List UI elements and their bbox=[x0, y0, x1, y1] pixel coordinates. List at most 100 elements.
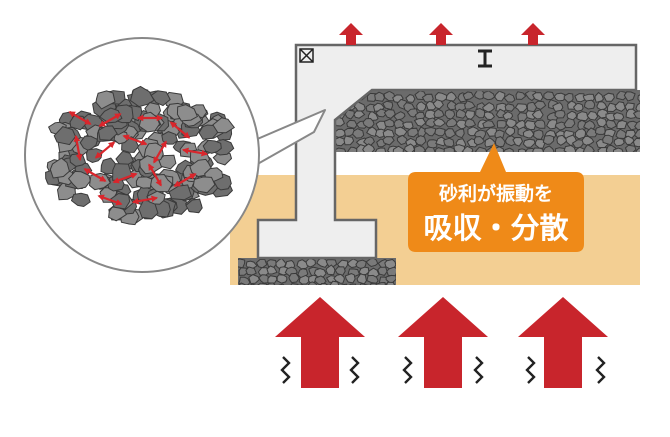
gravel-stone bbox=[335, 128, 347, 138]
gravel-stone bbox=[415, 135, 427, 146]
gravel-stone bbox=[464, 100, 476, 110]
gravel-stone bbox=[524, 90, 538, 102]
gravel-stone bbox=[625, 108, 638, 119]
magnifier-connector bbox=[247, 109, 326, 167]
gravel-stone bbox=[383, 90, 396, 102]
gravel-stone bbox=[462, 91, 475, 101]
big-up-arrow-icon bbox=[398, 297, 488, 388]
gravel-stone bbox=[533, 100, 547, 110]
magnifier-circle bbox=[24, 37, 260, 273]
gravel-stone bbox=[582, 144, 595, 152]
gravel-stone bbox=[542, 145, 555, 152]
gravel-stone bbox=[356, 273, 367, 285]
gravel-stone bbox=[594, 91, 604, 103]
gravel-stone bbox=[502, 147, 514, 152]
gravel-stone bbox=[515, 91, 527, 100]
gravel-stone bbox=[298, 284, 304, 285]
gravel-stone bbox=[267, 275, 278, 284]
gravel-stone bbox=[334, 266, 346, 276]
gravel-stone bbox=[432, 99, 445, 110]
gravel-stone bbox=[298, 274, 311, 285]
gravel-stone bbox=[358, 266, 370, 276]
gravel-stone bbox=[581, 135, 595, 147]
gravel-stone bbox=[335, 136, 346, 147]
gravel-stone bbox=[405, 94, 416, 103]
gravel-stone bbox=[375, 108, 387, 118]
gravel-stone bbox=[316, 258, 330, 268]
gravel-stone bbox=[432, 117, 446, 127]
gravel-stone bbox=[572, 102, 584, 112]
gravel-stone bbox=[393, 111, 406, 121]
double-arrow-icon bbox=[94, 141, 116, 159]
gravel-stone bbox=[248, 274, 261, 285]
gravel-stone bbox=[424, 146, 436, 152]
zigzag-vibration-icon bbox=[595, 356, 606, 384]
gravel-stone bbox=[352, 128, 365, 139]
gravel-stone bbox=[531, 109, 544, 120]
gravel-stone bbox=[366, 92, 377, 102]
double-arrow-icon bbox=[148, 163, 162, 187]
up-arrow-icon bbox=[521, 23, 545, 45]
gravel-stone bbox=[517, 148, 528, 152]
gravel-stone bbox=[597, 146, 608, 152]
gravel-bed bbox=[335, 90, 640, 152]
gravel-stone bbox=[374, 147, 387, 152]
gravel-stone bbox=[494, 90, 506, 102]
gravel-stone bbox=[632, 137, 640, 148]
double-arrow-icon bbox=[112, 172, 138, 184]
gravel-stone bbox=[484, 137, 497, 148]
gravel-stone bbox=[635, 147, 640, 152]
i-beam-icon bbox=[478, 49, 492, 68]
double-arrow-icon bbox=[73, 134, 83, 162]
gravel-stone bbox=[343, 135, 355, 146]
gravel-stone bbox=[563, 144, 577, 152]
gravel-stone bbox=[443, 146, 456, 152]
gravel-stone bbox=[290, 282, 299, 285]
gravel-stone bbox=[445, 117, 459, 128]
gravel-stone bbox=[503, 93, 516, 103]
zigzag-vibration-icon bbox=[473, 356, 484, 384]
gravel-stone bbox=[612, 112, 625, 121]
cross-box-icon bbox=[299, 48, 314, 63]
double-arrow-icon bbox=[97, 194, 123, 206]
gravel-stone bbox=[238, 282, 248, 285]
gravel-stone bbox=[359, 283, 369, 285]
gravel-stone bbox=[346, 146, 360, 152]
gravel-stone bbox=[464, 109, 475, 120]
gravel-stone bbox=[453, 144, 466, 152]
gravel-stone bbox=[344, 273, 356, 284]
gravel-stone bbox=[522, 129, 535, 139]
double-arrow-icon bbox=[181, 147, 209, 157]
gravel-stone bbox=[257, 282, 268, 285]
gravel-stone bbox=[542, 134, 555, 145]
gravel-stone bbox=[375, 281, 386, 285]
gravel-stone bbox=[53, 126, 77, 146]
gravel-stone bbox=[533, 119, 546, 129]
gravel-stone bbox=[413, 144, 426, 152]
gravel-stone bbox=[583, 99, 596, 110]
gravel-stone bbox=[365, 258, 379, 268]
gravel-stone bbox=[634, 120, 640, 131]
gravel-stone bbox=[249, 283, 257, 285]
gravel-stone bbox=[626, 120, 639, 131]
gravel-stone bbox=[614, 101, 626, 112]
vibration-arrows-zoom bbox=[68, 111, 209, 206]
double-arrow-icon bbox=[131, 195, 159, 205]
gravel-stone bbox=[632, 110, 640, 120]
gravel-stone bbox=[434, 147, 446, 152]
gravel-stone bbox=[543, 91, 555, 101]
callout-line1: 砂利が振動を bbox=[439, 182, 553, 205]
gravel-stone bbox=[612, 147, 624, 152]
gravel-stone bbox=[396, 134, 408, 146]
gravel-stone bbox=[464, 118, 477, 128]
double-arrow-icon bbox=[173, 173, 197, 187]
gravel-stone bbox=[407, 127, 420, 138]
gravel-stone bbox=[185, 198, 203, 214]
callout-line2: 吸収・分散 bbox=[423, 211, 568, 245]
gravel-stone bbox=[392, 145, 405, 152]
up-arrow-icon bbox=[339, 23, 363, 45]
gravel-stone bbox=[524, 120, 536, 131]
zigzag-vibration-icon bbox=[280, 356, 291, 384]
up-arrow-icon bbox=[429, 23, 453, 45]
gravel-stone bbox=[496, 119, 507, 129]
